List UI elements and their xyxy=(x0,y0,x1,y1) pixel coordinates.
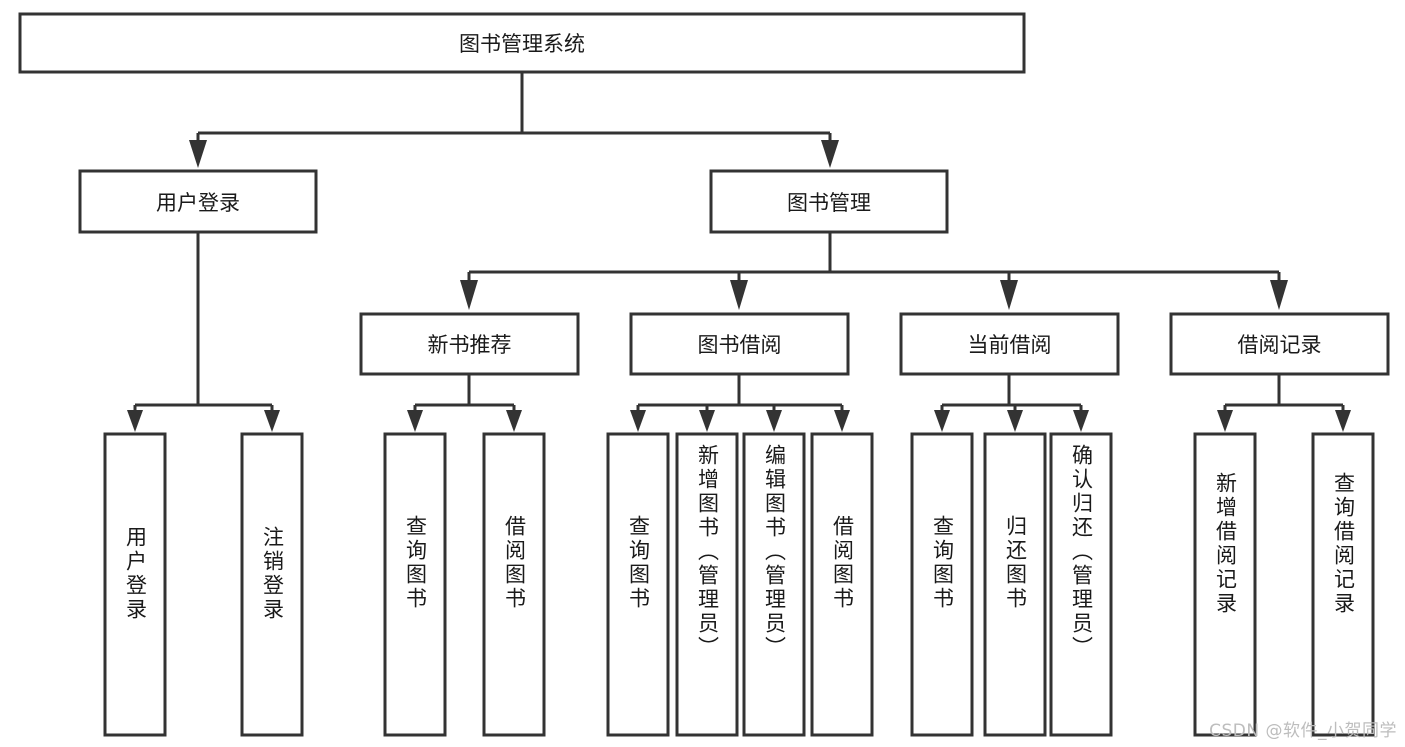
arrow-head-leaf-user-logout xyxy=(264,410,280,432)
arrow-head-leaf-add-borrow-record xyxy=(1217,410,1233,432)
node-box-leaf-add-book[interactable] xyxy=(675,432,739,737)
node-box-leaf-confirm-return[interactable] xyxy=(1049,432,1113,737)
connector-currentborrow-to-leaves xyxy=(934,374,1089,432)
node-box-leaf-edit-book[interactable] xyxy=(742,432,806,737)
node-box-book-borrow[interactable] xyxy=(629,312,850,376)
arrow-head-leaf-confirm-return xyxy=(1073,410,1089,432)
node-box-leaf-query-book-1[interactable] xyxy=(383,432,447,737)
node-box-leaf-user-logout[interactable] xyxy=(240,432,304,737)
connector-newbook-to-leaves xyxy=(407,374,522,432)
arrow-head-leaf-borrow-book-1 xyxy=(506,410,522,432)
arrow-head-leaf-return-book xyxy=(1007,410,1023,432)
node-box-leaf-add-borrow-record[interactable] xyxy=(1193,432,1257,737)
connector-root-to-level2 xyxy=(189,72,839,168)
arrow-head-user-login xyxy=(189,140,207,168)
arrow-head-borrow-record xyxy=(1270,280,1288,310)
connector-bookborrow-to-leaves xyxy=(630,374,850,432)
connector-bookmanage-to-level3 xyxy=(460,232,1288,310)
connector-userlogin-to-leaves xyxy=(127,232,280,432)
arrow-head-current-borrow xyxy=(1000,280,1018,310)
arrow-head-leaf-query-book-3 xyxy=(934,410,950,432)
arrow-head-leaf-query-borrow-record xyxy=(1335,410,1351,432)
node-box-leaf-query-borrow-record[interactable] xyxy=(1311,432,1375,737)
node-box-book-manage[interactable] xyxy=(709,169,949,234)
arrow-head-leaf-query-book-2 xyxy=(630,410,646,432)
node-box-new-book-recommend[interactable] xyxy=(359,312,580,376)
arrow-head-leaf-user-login xyxy=(127,410,143,432)
arrow-head-new-book-recommend xyxy=(460,280,478,310)
connector-borrowrecord-to-leaves xyxy=(1217,374,1351,432)
node-box-leaf-query-book-3[interactable] xyxy=(910,432,974,737)
arrow-head-leaf-query-book-1 xyxy=(407,410,423,432)
node-box-leaf-return-book[interactable] xyxy=(983,432,1047,737)
node-box-root[interactable] xyxy=(18,12,1026,74)
arrow-head-book-borrow xyxy=(730,280,748,310)
arrow-head-book-manage xyxy=(821,140,839,168)
arrow-head-leaf-borrow-book-2 xyxy=(834,410,850,432)
node-box-borrow-record[interactable] xyxy=(1169,312,1390,376)
arrow-head-leaf-edit-book xyxy=(766,410,782,432)
node-box-leaf-query-book-2[interactable] xyxy=(606,432,670,737)
node-box-leaf-borrow-book-1[interactable] xyxy=(482,432,546,737)
node-box-leaf-user-login[interactable] xyxy=(103,432,167,737)
node-box-current-borrow[interactable] xyxy=(899,312,1120,376)
node-box-user-login[interactable] xyxy=(78,169,318,234)
node-box-leaf-borrow-book-2[interactable] xyxy=(810,432,874,737)
arrow-head-leaf-add-book xyxy=(699,410,715,432)
